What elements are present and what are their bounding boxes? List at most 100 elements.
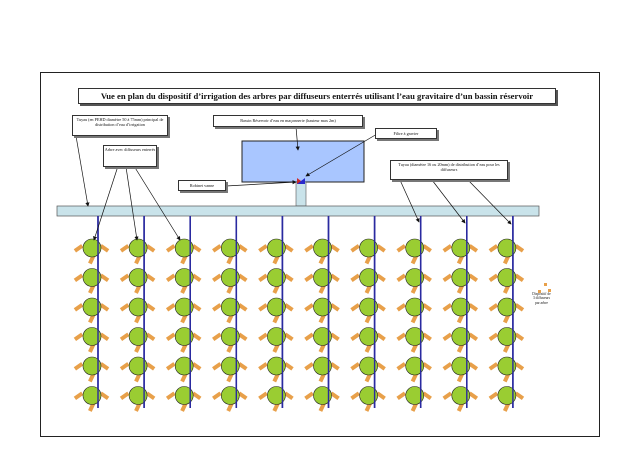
diffuser xyxy=(191,332,202,342)
basin-outlet-pipe xyxy=(295,181,307,207)
diffuser xyxy=(237,362,248,371)
tree xyxy=(350,297,386,324)
diffuser xyxy=(119,273,130,283)
diffuser xyxy=(330,332,340,342)
tree xyxy=(212,297,248,324)
basin-label: Bassin Réservoir d’eau en maçonnerie (ha… xyxy=(213,115,363,127)
diffuser xyxy=(165,273,176,283)
tree xyxy=(396,297,432,324)
diffuser xyxy=(442,332,453,342)
tree xyxy=(304,386,340,412)
diffuser xyxy=(422,332,432,342)
tree-canopy xyxy=(451,297,471,317)
arrow-tree-1 xyxy=(93,165,119,241)
tree-canopy xyxy=(497,386,517,405)
tree xyxy=(442,386,479,412)
diffuser xyxy=(304,273,314,283)
tree-canopy xyxy=(359,268,378,287)
diffuser xyxy=(422,303,432,312)
tree xyxy=(350,356,386,383)
diffuser xyxy=(396,332,407,342)
diffuser xyxy=(145,273,156,283)
tree-canopy xyxy=(313,327,332,346)
diffuser xyxy=(488,391,499,401)
diffuser xyxy=(237,244,248,253)
arrow-lateral-2 xyxy=(431,179,466,224)
diffuser xyxy=(350,332,361,342)
tree xyxy=(119,297,156,324)
diffuser xyxy=(488,332,499,342)
tree-canopy xyxy=(82,297,102,317)
diffuser xyxy=(283,303,294,312)
tree xyxy=(396,356,432,383)
tree-canopy xyxy=(405,356,425,376)
arrow-filter xyxy=(305,133,378,177)
diffuser xyxy=(442,273,453,283)
tree-canopy xyxy=(313,297,332,317)
tree-canopy xyxy=(451,386,471,405)
tree xyxy=(442,327,479,353)
tree xyxy=(258,238,294,265)
tree-canopy xyxy=(405,297,425,317)
tree xyxy=(165,238,202,265)
diffuser xyxy=(304,244,314,253)
tree-canopy xyxy=(451,327,471,346)
tree xyxy=(165,297,202,324)
tree xyxy=(396,386,432,412)
laterals-label: Tuyau (diamètre 16 ou 20mm) de distribut… xyxy=(390,160,508,180)
tree-canopy xyxy=(497,268,517,287)
tree-canopy xyxy=(313,238,332,258)
tree xyxy=(304,356,340,383)
tree-canopy xyxy=(497,238,517,258)
arrow-tree-3 xyxy=(133,165,181,241)
tree xyxy=(396,327,432,353)
diffuser xyxy=(350,244,361,253)
diffuser xyxy=(212,244,222,253)
tree-canopy xyxy=(82,238,102,258)
tree-canopy xyxy=(267,268,286,287)
diffuser xyxy=(376,273,386,283)
diffuser xyxy=(396,391,407,401)
tree-canopy xyxy=(221,327,240,346)
diffuser xyxy=(99,303,110,312)
tree xyxy=(119,356,156,383)
tree xyxy=(258,268,294,294)
diffuser xyxy=(442,244,453,253)
diffuser xyxy=(514,391,525,401)
diffuser xyxy=(376,332,386,342)
diffuser xyxy=(191,273,202,283)
tree xyxy=(212,327,248,353)
reservoir-basin xyxy=(241,140,365,183)
diffuser xyxy=(73,332,84,342)
tree-canopy xyxy=(359,327,378,346)
diffuser xyxy=(488,362,499,371)
tree-canopy xyxy=(497,327,517,346)
diffuser xyxy=(258,303,268,312)
diffuser xyxy=(99,273,110,283)
diffuser xyxy=(119,332,130,342)
tree-canopy xyxy=(267,386,286,405)
tree-canopy xyxy=(313,356,332,376)
diffuser xyxy=(119,362,130,371)
diffuser xyxy=(145,303,156,312)
diffuser xyxy=(330,244,340,253)
diffuser xyxy=(145,391,156,401)
tree xyxy=(442,238,479,265)
diffuser xyxy=(258,391,268,401)
diffuser xyxy=(73,303,84,312)
tree-canopy xyxy=(405,327,425,346)
valve-icon xyxy=(297,178,305,184)
diffuser xyxy=(212,332,222,342)
diffuser xyxy=(73,391,84,401)
tree xyxy=(73,268,110,294)
diffuser xyxy=(283,362,294,371)
diffuser xyxy=(165,391,176,401)
diffuser xyxy=(376,244,386,253)
tree-canopy xyxy=(267,238,286,258)
diffuser xyxy=(396,362,407,371)
tree xyxy=(396,268,432,294)
tree xyxy=(396,238,432,265)
diffuser xyxy=(212,303,222,312)
tree-canopy xyxy=(174,268,194,287)
